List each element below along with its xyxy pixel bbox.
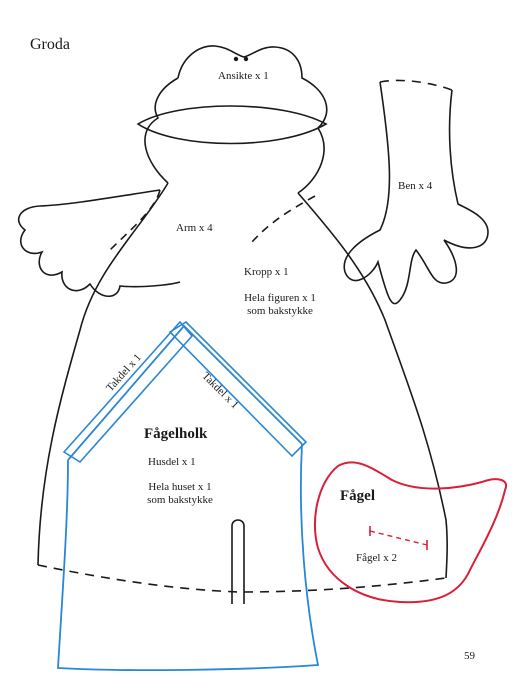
frog-body-outline: [37, 182, 448, 579]
house-note-line1: Hela huset x 1: [148, 481, 212, 493]
frog-body-bottom-cutline: [37, 564, 447, 593]
leg-label: Ben x 4: [398, 180, 433, 192]
frog-head-outline: [144, 45, 328, 194]
page-number: 59: [464, 650, 475, 662]
frog-leg-outline: [343, 81, 489, 305]
bird-title: Fågel: [340, 488, 375, 504]
birdhouse-door: [231, 519, 245, 604]
frog-mouth: [136, 105, 328, 145]
face-label: Ansikte x 1: [218, 70, 269, 82]
birdhouse-roof-right: [168, 320, 308, 458]
frog-leg-top-cutline: [379, 79, 453, 91]
frog-arm-outline: [17, 189, 181, 298]
birdhouse-roof-left: [62, 320, 194, 464]
body-note-line2: som bakstykke: [247, 305, 313, 317]
bird-outline: [314, 461, 508, 604]
page-title: Groda: [30, 36, 70, 53]
body-label: Kropp x 1: [244, 266, 289, 278]
house-note: Hela huset x 1 som bakstykke: [120, 481, 240, 507]
frog-eye-left: [233, 56, 239, 62]
house-label: Husdel x 1: [148, 456, 196, 468]
house-note-line2: som bakstykke: [147, 494, 213, 506]
body-note: Hela figuren x 1 som bakstykke: [225, 292, 335, 318]
frog-arm-cutline: [107, 189, 316, 253]
bird-stitch-line: [369, 530, 428, 546]
body-note-line1: Hela figuren x 1: [244, 292, 316, 304]
frog-eye-right: [243, 56, 249, 62]
bird-piece-label: Fågel x 2: [356, 552, 397, 564]
birdhouse-title: Fågelholk: [144, 426, 208, 442]
arm-label: Arm x 4: [176, 222, 213, 234]
